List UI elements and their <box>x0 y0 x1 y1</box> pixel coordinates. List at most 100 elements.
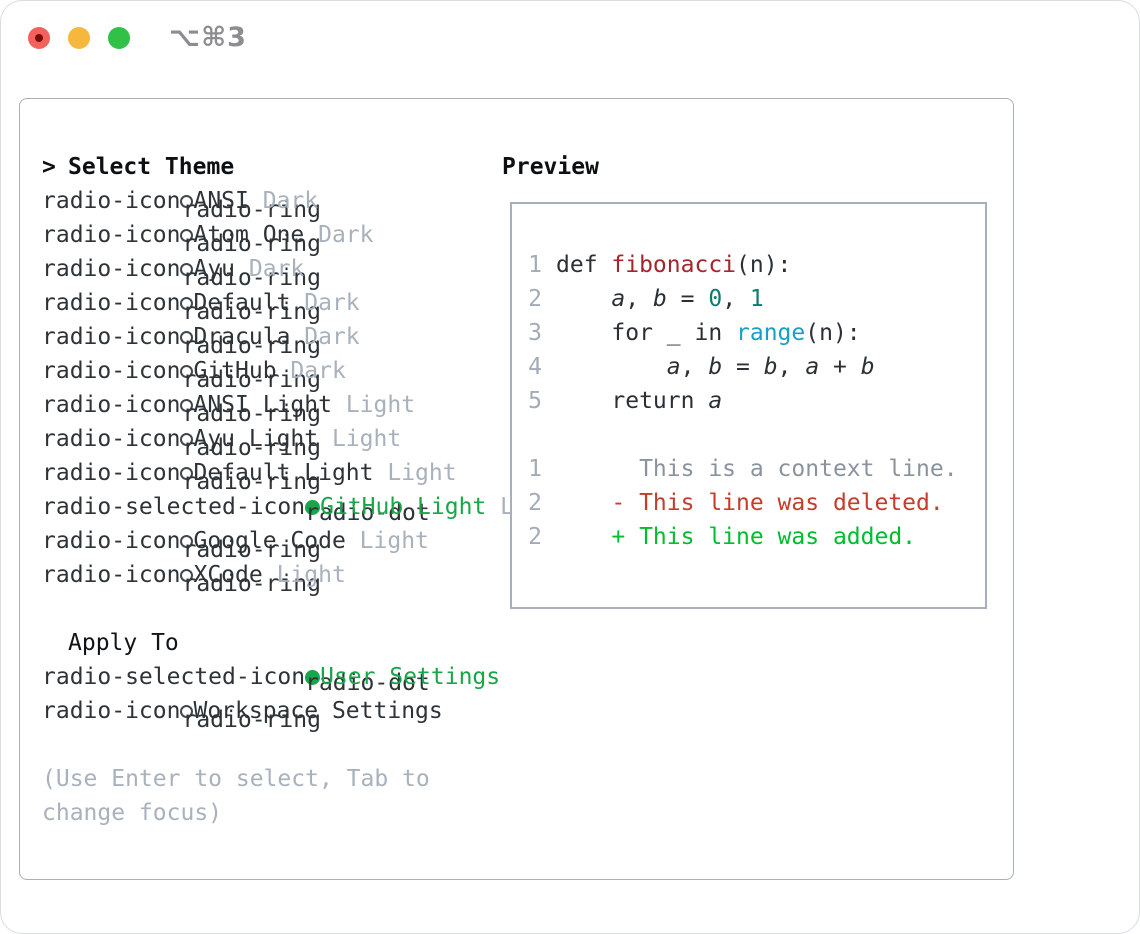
theme-variant-label: Dark <box>304 222 374 248</box>
theme-variant-label: Light <box>318 426 402 452</box>
false: radio-ring <box>180 466 321 495</box>
theme-name: Dracula <box>193 324 291 350</box>
code-text: for _ in range(n): <box>556 320 861 346</box>
line-number: 1 <box>528 456 542 482</box>
code-text: a, b = b, a + b <box>556 354 875 380</box>
theme-name: GitHub <box>193 358 277 384</box>
code-token: a <box>805 354 820 380</box>
prompt-icon: > <box>42 154 56 180</box>
theme-name: Ayu Light <box>193 426 319 452</box>
diff-text: + This line was added. <box>556 524 917 550</box>
theme-variant-label: Dark <box>290 324 360 350</box>
preview-title: Preview <box>502 154 599 180</box>
code-line: 3 for _ in range(n): <box>528 316 985 350</box>
theme-variant-label: Dark <box>235 256 305 282</box>
diff-text: This is a context line. <box>556 456 958 482</box>
code-token: a <box>708 388 723 414</box>
code-token: 0 <box>708 286 723 312</box>
theme-variant-label: Dark <box>290 290 360 316</box>
zoom-button[interactable] <box>108 27 130 49</box>
false: radio-dot <box>305 669 430 696</box>
code-token: , <box>625 286 653 312</box>
theme-name: Google Code <box>193 528 346 554</box>
theme-name: ANSI <box>193 188 249 214</box>
code-token: (n): <box>736 252 792 278</box>
code-token: = <box>722 354 764 380</box>
hint-text-line-1: (Use Enter to select, Tab to <box>42 766 430 792</box>
code-token <box>556 354 667 380</box>
code-token: a <box>666 354 681 380</box>
line-number: 1 <box>528 252 542 278</box>
theme-variant-label: Light <box>345 528 429 554</box>
false: radio-ring <box>180 568 321 597</box>
traffic-lights <box>28 27 130 49</box>
apply-option-label: User Settings <box>320 664 501 690</box>
apply-option-label: Workspace Settings <box>193 698 443 724</box>
code-line: 2 a, b = 0, 1 <box>528 282 985 316</box>
close-button[interactable] <box>28 27 50 49</box>
diff-block: 1 This is a context line. 2 - This line w… <box>528 452 985 554</box>
code-token: range <box>736 320 806 346</box>
code-token: = <box>666 286 709 312</box>
theme-variant-label: Light <box>331 392 416 418</box>
code-token: for _ in <box>556 320 737 346</box>
diff-text: - This line was deleted. <box>556 490 944 516</box>
diff-line-deleted: 2 - This line was deleted. <box>528 486 985 520</box>
theme-variant-label: Dark <box>248 188 319 214</box>
theme-name: Ayu <box>193 256 236 282</box>
code-token: , <box>777 354 806 380</box>
spacer <box>42 728 492 762</box>
minimize-button[interactable] <box>68 27 90 49</box>
theme-select-title: Select Theme <box>68 154 235 180</box>
code-token: (n): <box>805 320 861 346</box>
code-token: b <box>708 354 723 380</box>
line-number: 2 <box>528 286 542 312</box>
code-token: + <box>819 354 861 380</box>
line-number: 2 <box>528 524 542 550</box>
code-line: 1 def fibonacci(n): <box>528 248 985 282</box>
code-text: a, b = 0, 1 <box>556 286 763 312</box>
line-number: 5 <box>528 388 542 414</box>
code-token: a <box>611 286 626 312</box>
code-token: return <box>556 388 709 414</box>
false: radio-ring <box>180 296 321 325</box>
line-number: 3 <box>528 320 542 346</box>
code-text: def fibonacci(n): <box>556 252 791 278</box>
code-token: def <box>556 252 612 278</box>
false: radio-ring <box>180 262 321 291</box>
code-token: , <box>722 286 750 312</box>
false: radio-dot <box>305 499 430 526</box>
code-token: b <box>860 354 875 380</box>
code-token: , <box>680 354 709 380</box>
code-blank-line <box>528 418 985 452</box>
